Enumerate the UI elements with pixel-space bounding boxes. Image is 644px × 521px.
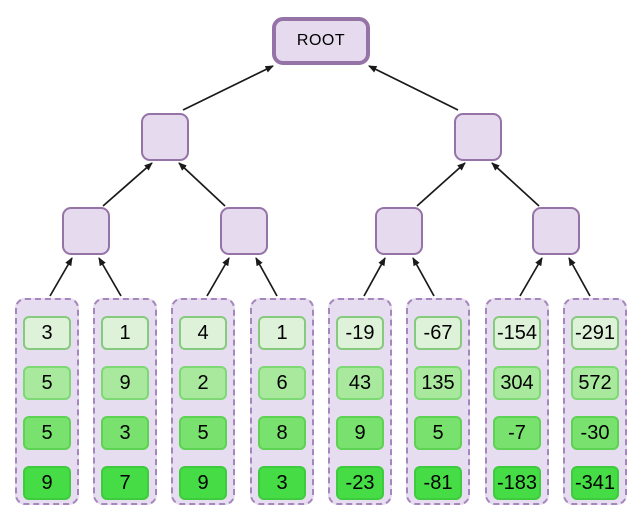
internal-node-level3-1	[62, 207, 110, 255]
leaf-cell: -19	[336, 316, 384, 350]
leaf-cell: 9	[179, 466, 227, 500]
leaf-cell: 1	[258, 316, 306, 350]
leaf-cell: 3	[258, 466, 306, 500]
edge-arrow	[255, 257, 278, 297]
edge-arrow	[412, 257, 435, 297]
leaf-column: 3 5 5 9	[15, 298, 79, 505]
leaf-column: 4 2 5 9	[171, 298, 235, 505]
edge-arrow	[519, 257, 543, 297]
leaf-cell: 4	[179, 316, 227, 350]
edge-arrow	[206, 257, 230, 297]
root-node: ROOT	[272, 17, 370, 65]
leaf-cell: 135	[414, 366, 462, 400]
leaf-cell: 6	[258, 366, 306, 400]
leaf-cell: 5	[179, 416, 227, 450]
leaf-cell: 3	[101, 416, 149, 450]
leaf-column: -154 304 -7 -183	[485, 298, 549, 505]
leaf-cell: 304	[493, 366, 541, 400]
leaf-cell: -291	[571, 316, 619, 350]
leaf-cell: 572	[571, 366, 619, 400]
root-label: ROOT	[296, 32, 346, 49]
leaf-cell: 8	[258, 416, 306, 450]
edge-arrow	[49, 257, 73, 297]
leaf-cell: -23	[336, 466, 384, 500]
leaf-cell: 3	[23, 316, 71, 350]
internal-node-level3-2	[220, 207, 268, 255]
leaf-cell: 9	[23, 466, 71, 500]
leaf-cell: -81	[414, 466, 462, 500]
edge-arrow	[363, 257, 386, 297]
leaf-cell: -154	[493, 316, 541, 350]
leaf-column: -67 135 5 -81	[406, 298, 470, 505]
leaf-cell: 5	[23, 366, 71, 400]
leaf-cell: 43	[336, 366, 384, 400]
edge-arrow	[568, 257, 591, 297]
edge-arrow	[491, 162, 540, 207]
leaf-cell: 9	[101, 366, 149, 400]
internal-node-level3-3	[375, 207, 423, 255]
leaf-cell: -183	[493, 466, 541, 500]
leaf-cell: -30	[571, 416, 619, 450]
leaf-cell: 5	[414, 416, 462, 450]
leaf-cell: -341	[571, 466, 619, 500]
leaf-cell: 7	[101, 466, 149, 500]
leaf-column: 1 6 8 3	[250, 298, 314, 505]
edge-arrow	[368, 65, 459, 111]
internal-node-level2-right	[454, 113, 502, 161]
leaf-cell: 2	[179, 366, 227, 400]
internal-node-level3-4	[532, 207, 580, 255]
leaf-cell: 5	[23, 416, 71, 450]
leaf-cell: 1	[101, 316, 149, 350]
edge-arrow	[102, 162, 153, 207]
leaf-column: -19 43 9 -23	[328, 298, 392, 505]
leaf-cell: -7	[493, 416, 541, 450]
leaf-cell: -67	[414, 316, 462, 350]
edge-arrow	[182, 65, 274, 111]
edge-arrow	[98, 257, 122, 297]
leaf-column: 1 9 3 7	[93, 298, 157, 505]
leaf-cell: 9	[336, 416, 384, 450]
internal-node-level2-left	[141, 113, 189, 161]
edge-arrow	[416, 162, 466, 207]
leaf-column: -291 572 -30 -341	[563, 298, 627, 505]
edge-arrow	[178, 162, 226, 207]
